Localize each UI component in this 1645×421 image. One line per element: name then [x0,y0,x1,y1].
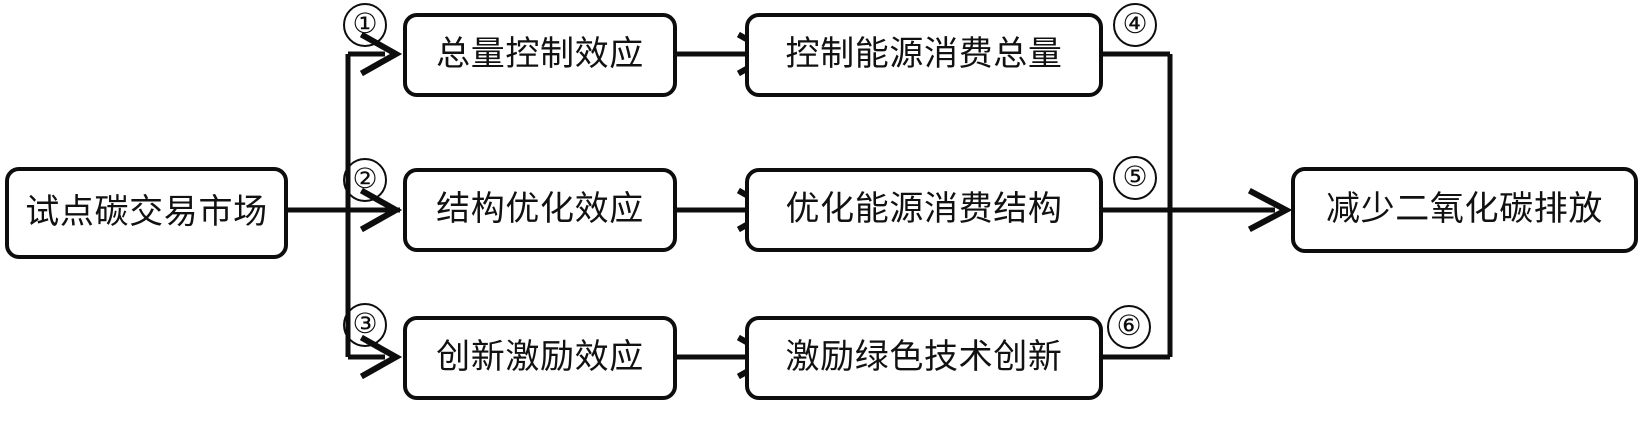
node-final-label: 减少二氧化碳排放 [1325,189,1604,230]
edge-marker-5-icon: ⑤ [1113,156,1157,200]
node-outcome-optimize-energy-structure[interactable]: 优化能源消费结构 [745,168,1103,252]
edge-marker-4-icon: ④ [1113,3,1157,47]
node-outcome-1-label: 控制能源消费总量 [785,34,1063,75]
edge-marker-4-text: ④ [1122,7,1148,40]
node-outcome-control-energy-consumption-total[interactable]: 控制能源消费总量 [745,13,1103,97]
arrowhead-to-m3 [359,334,403,380]
node-source-pilot-carbon-market[interactable]: 试点碳交易市场 [5,167,288,259]
node-mechanism-structure-optimization[interactable]: 结构优化效应 [403,168,677,252]
edge-marker-2-text: ② [352,162,378,195]
edge-marker-3-text: ③ [352,307,378,340]
node-outcome-incentivize-green-tech-innovation[interactable]: 激励绿色技术创新 [745,316,1103,400]
arrowhead-to-final [1247,187,1293,233]
node-mechanism-1-label: 总量控制效应 [436,34,644,75]
edge-marker-6-text: ⑥ [1116,309,1142,342]
edge-marker-3-icon: ③ [343,303,387,347]
node-final-reduce-co2-emissions[interactable]: 减少二氧化碳排放 [1291,167,1638,253]
node-outcome-3-label: 激励绿色技术创新 [785,337,1063,378]
node-mechanism-2-label: 结构优化效应 [436,189,644,230]
node-source-label: 试点碳交易市场 [25,192,268,233]
edge-marker-5-text: ⑤ [1122,160,1148,193]
edge-marker-1-icon: ① [343,3,387,47]
node-mechanism-3-label: 创新激励效应 [436,337,644,378]
edge-marker-6-icon: ⑥ [1107,305,1151,349]
edge-marker-1-text: ① [352,7,378,40]
edge-marker-2-icon: ② [343,158,387,202]
node-mechanism-innovation-incentive[interactable]: 创新激励效应 [403,316,677,400]
node-mechanism-total-volume-control[interactable]: 总量控制效应 [403,13,677,97]
node-outcome-2-label: 优化能源消费结构 [785,189,1063,230]
